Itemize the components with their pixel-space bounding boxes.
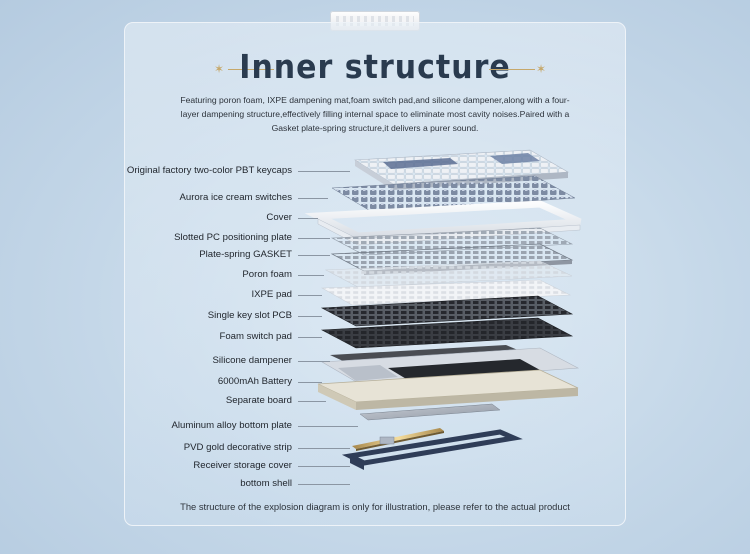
page-title: Inner structure bbox=[239, 48, 511, 87]
layer-bottom-shell bbox=[341, 429, 523, 466]
layer-receiver-cover bbox=[379, 436, 395, 445]
leader-cover bbox=[298, 218, 318, 219]
leader-battery bbox=[298, 382, 322, 383]
label-battery: 6000mAh Battery bbox=[217, 376, 292, 387]
foam-switch-pad-holes bbox=[322, 318, 572, 348]
layer-switches bbox=[331, 175, 576, 213]
layer-poron-foam bbox=[324, 260, 573, 288]
pcb-base bbox=[322, 296, 572, 326]
leader-separate-board bbox=[298, 401, 326, 402]
layer-aluminum-plate bbox=[359, 403, 501, 421]
label-pcb: Single key slot PCB bbox=[207, 310, 292, 321]
label-receiver-cover: Receiver storage cover bbox=[193, 460, 292, 471]
keycaps-blue-row bbox=[383, 158, 458, 169]
layer-cover bbox=[304, 200, 582, 240]
battery bbox=[388, 359, 540, 380]
leader-switches bbox=[298, 198, 328, 199]
label-pc-plate: Slotted PC positioning plate bbox=[174, 232, 292, 243]
leader-aluminum-plate bbox=[298, 426, 358, 427]
label-ixpe-pad: IXPE pad bbox=[251, 289, 292, 300]
gold-strip-shadow bbox=[356, 431, 444, 451]
leader-gasket bbox=[298, 255, 330, 256]
label-cover: Cover bbox=[266, 212, 292, 223]
keycaps-side bbox=[355, 160, 393, 190]
leader-silicone-dampener bbox=[298, 361, 330, 362]
leader-poron-foam bbox=[298, 275, 324, 276]
layer-gold-strip bbox=[352, 428, 444, 449]
label-separate-board: Separate board bbox=[225, 395, 292, 406]
leader-bottom-shell bbox=[298, 484, 350, 485]
leader-gold-strip bbox=[298, 448, 350, 449]
label-keycaps: Original factory two-color PBT keycaps bbox=[126, 165, 292, 176]
label-gold-strip: PVD gold decorative strip bbox=[183, 442, 292, 453]
leader-receiver-cover bbox=[298, 466, 350, 467]
label-switches: Aurora ice cream switches bbox=[179, 192, 293, 203]
keycaps-blue-accent bbox=[490, 153, 540, 164]
star-icon-right: ✶ bbox=[536, 62, 547, 76]
case-wall-front bbox=[356, 388, 578, 410]
leader-foam-switch-pad bbox=[298, 337, 322, 338]
case-inner bbox=[338, 365, 398, 381]
poron-base bbox=[326, 261, 572, 287]
star-icon-left: ✶ bbox=[214, 62, 225, 76]
label-gasket: Plate-spring GASKET bbox=[199, 249, 292, 260]
leader-ixpe-pad bbox=[298, 295, 322, 296]
label-aluminum-plate: Aluminum alloy bottom plate bbox=[171, 420, 292, 431]
title-deco-line-left bbox=[228, 69, 274, 70]
case-wall bbox=[318, 384, 356, 410]
footer-disclaimer: The structure of the explosion diagram i… bbox=[180, 501, 570, 512]
intro-text: Featuring poron foam, IXPE dampening mat… bbox=[180, 95, 570, 133]
label-bottom-shell: bottom shell bbox=[240, 478, 292, 489]
leader-pcb bbox=[298, 316, 322, 317]
bottom-shell-foot bbox=[350, 456, 364, 470]
label-foam-switch-pad: Foam switch pad bbox=[219, 331, 292, 342]
title-deco-line-right bbox=[489, 69, 535, 70]
leader-keycaps bbox=[298, 171, 350, 172]
label-poron-foam: Poron foam bbox=[242, 269, 292, 280]
layer-pc-plate bbox=[330, 227, 574, 256]
label-silicone-dampener: Silicone dampener bbox=[212, 355, 292, 366]
ixpe-holes bbox=[322, 280, 570, 305]
leader-pc-plate bbox=[298, 238, 330, 239]
